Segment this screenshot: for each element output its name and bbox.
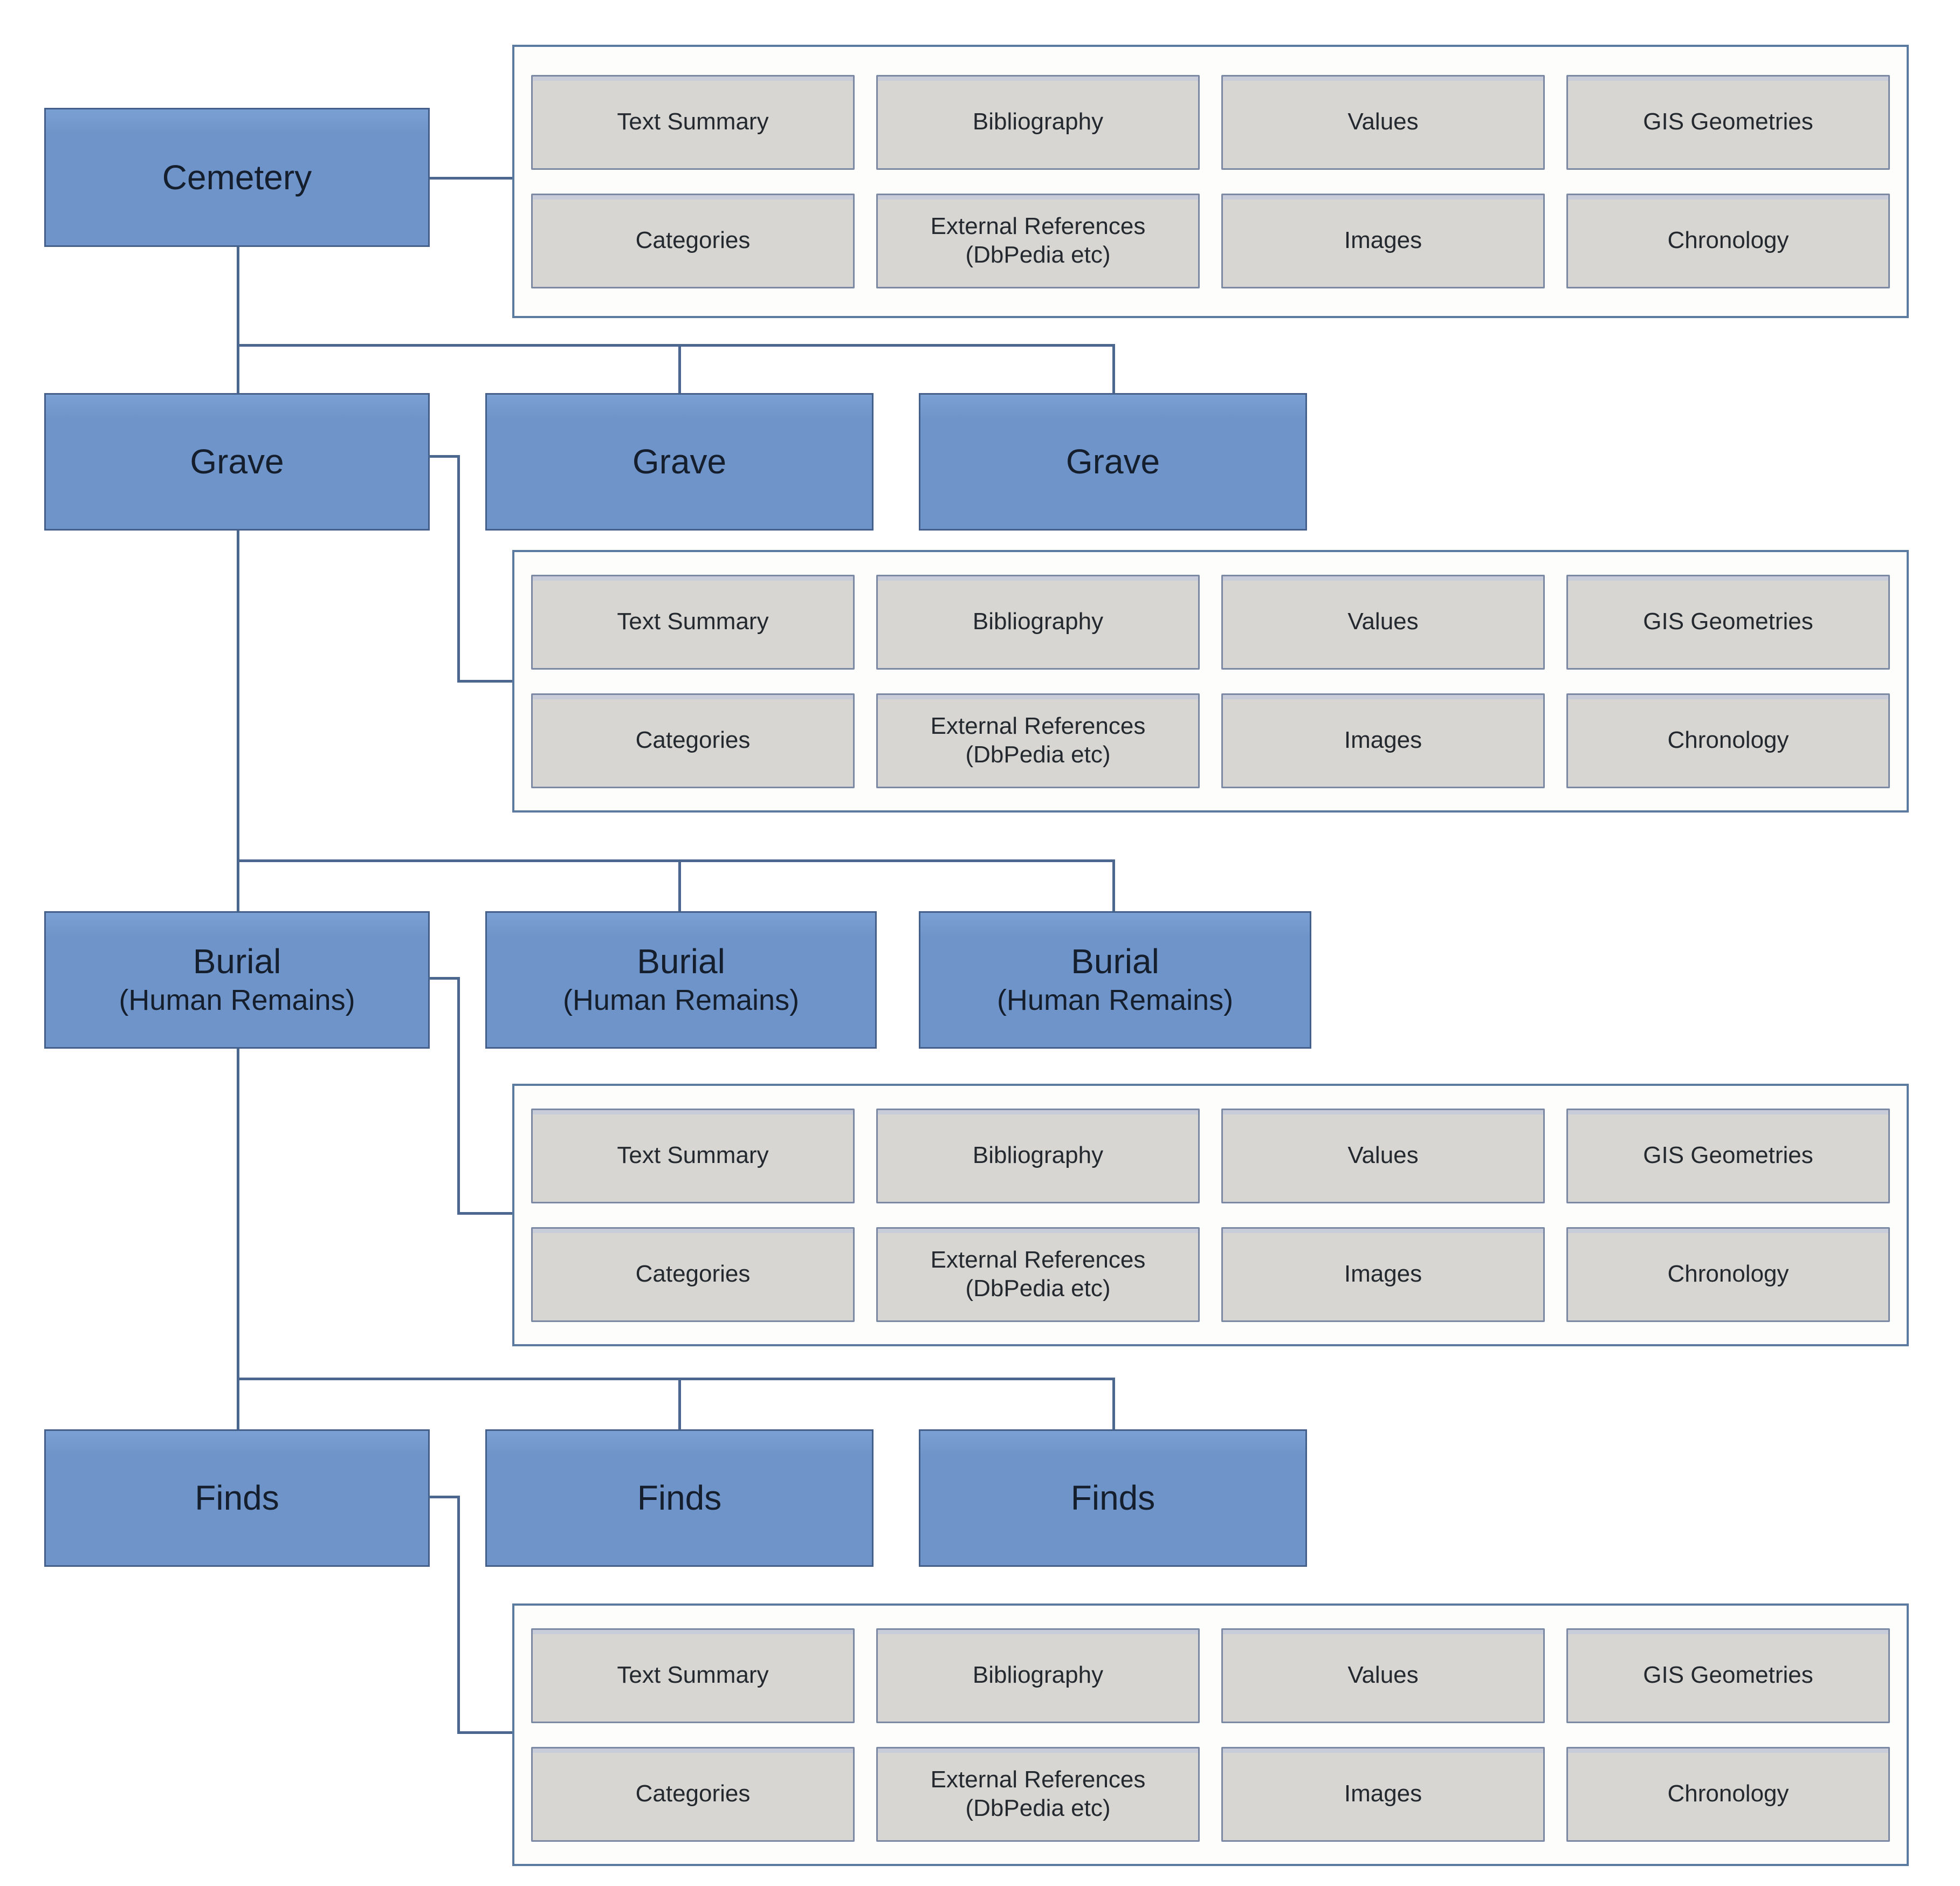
connector-burial-attributes-vertical [457, 977, 460, 1215]
attribute-values: Values [1221, 1108, 1545, 1203]
attribute-values: Values [1221, 574, 1545, 670]
node-finds-2: Finds [485, 1429, 874, 1567]
attribute-external-references: External References (DbPedia etc) [876, 193, 1200, 288]
node-cemetery-label: Cemetery [162, 157, 312, 197]
connector-burial-finds [237, 1049, 239, 1429]
attribute-panel-finds: Text Summary Bibliography Values GIS Geo… [512, 1603, 1909, 1866]
sibling-rail-burial [237, 859, 1115, 862]
connector-cemetery-grave [237, 247, 239, 393]
connector-finds-attributes-stub [429, 1496, 460, 1498]
attribute-bibliography: Bibliography [876, 574, 1200, 670]
sibling-rail-finds [237, 1378, 1115, 1380]
sibling-rail-grave [237, 344, 1115, 347]
node-burial-3-sublabel: (Human Remains) [996, 984, 1234, 1017]
attribute-text-summary: Text Summary [531, 574, 855, 670]
attribute-gis-geometries: GIS Geometries [1566, 1628, 1890, 1723]
node-burial-1-label: Burial [192, 942, 281, 981]
node-burial-1-sublabel: (Human Remains) [119, 984, 355, 1017]
node-grave-1: Grave [44, 393, 430, 531]
node-finds-1-label: Finds [195, 1478, 279, 1518]
attribute-chronology: Chronology [1566, 693, 1890, 788]
node-cemetery: Cemetery [44, 108, 430, 247]
attribute-text-summary: Text Summary [531, 74, 855, 170]
attribute-values: Values [1221, 1628, 1545, 1723]
attribute-panel-grave: Text Summary Bibliography Values GIS Geo… [512, 550, 1909, 813]
attribute-images: Images [1221, 693, 1545, 788]
node-burial-3: Burial (Human Remains) [919, 911, 1311, 1049]
node-finds-3: Finds [919, 1429, 1307, 1567]
connector-finds-attributes-horizontal [457, 1731, 512, 1734]
attribute-text-summary: Text Summary [531, 1628, 855, 1723]
attribute-categories: Categories [531, 1227, 855, 1322]
node-burial-2-sublabel: (Human Remains) [562, 984, 800, 1017]
drop-grave-3 [1112, 347, 1115, 393]
node-burial-1: Burial (Human Remains) [44, 911, 430, 1049]
node-grave-3: Grave [919, 393, 1307, 531]
node-grave-2: Grave [485, 393, 874, 531]
connector-finds-attributes-vertical [457, 1496, 460, 1734]
attribute-categories: Categories [531, 693, 855, 788]
drop-finds-2 [678, 1380, 681, 1429]
node-finds-1: Finds [44, 1429, 430, 1567]
node-finds-3-label: Finds [1070, 1478, 1156, 1518]
attribute-bibliography: Bibliography [876, 1108, 1200, 1203]
connector-grave-burial [237, 531, 239, 911]
drop-burial-2 [678, 862, 681, 911]
connector-burial-attributes-horizontal [457, 1212, 512, 1215]
node-grave-2-label: Grave [632, 442, 727, 481]
node-burial-2: Burial (Human Remains) [485, 911, 877, 1049]
node-grave-1-label: Grave [190, 442, 284, 481]
attribute-values: Values [1221, 74, 1545, 170]
node-finds-2-label: Finds [637, 1478, 722, 1518]
attribute-chronology: Chronology [1566, 1746, 1890, 1842]
attribute-text-summary: Text Summary [531, 1108, 855, 1203]
attribute-bibliography: Bibliography [876, 74, 1200, 170]
attribute-images: Images [1221, 1746, 1545, 1842]
attribute-gis-geometries: GIS Geometries [1566, 1108, 1890, 1203]
attribute-chronology: Chronology [1566, 193, 1890, 288]
drop-finds-3 [1112, 1380, 1115, 1429]
node-burial-2-label: Burial [637, 942, 725, 981]
connector-burial-attributes-stub [429, 977, 460, 980]
attribute-images: Images [1221, 193, 1545, 288]
attribute-gis-geometries: GIS Geometries [1566, 74, 1890, 170]
attribute-external-references: External References (DbPedia etc) [876, 693, 1200, 788]
attribute-chronology: Chronology [1566, 1227, 1890, 1322]
connector-grave-attributes-stub [429, 455, 460, 458]
attribute-images: Images [1221, 1227, 1545, 1322]
attribute-panel-burial: Text Summary Bibliography Values GIS Geo… [512, 1084, 1909, 1346]
node-burial-3-label: Burial [1071, 942, 1159, 981]
connector-grave-attributes-horizontal [457, 680, 512, 683]
connector-cemetery-attributes [430, 177, 512, 180]
attribute-categories: Categories [531, 193, 855, 288]
attribute-external-references: External References (DbPedia etc) [876, 1227, 1200, 1322]
attribute-categories: Categories [531, 1746, 855, 1842]
drop-grave-2 [678, 347, 681, 393]
attribute-bibliography: Bibliography [876, 1628, 1200, 1723]
connector-grave-attributes-vertical [457, 455, 460, 683]
attribute-gis-geometries: GIS Geometries [1566, 574, 1890, 670]
attribute-panel-cemetery: Text Summary Bibliography Values GIS Geo… [512, 45, 1909, 318]
drop-burial-3 [1112, 862, 1115, 911]
attribute-external-references: External References (DbPedia etc) [876, 1746, 1200, 1842]
node-grave-3-label: Grave [1065, 442, 1160, 481]
